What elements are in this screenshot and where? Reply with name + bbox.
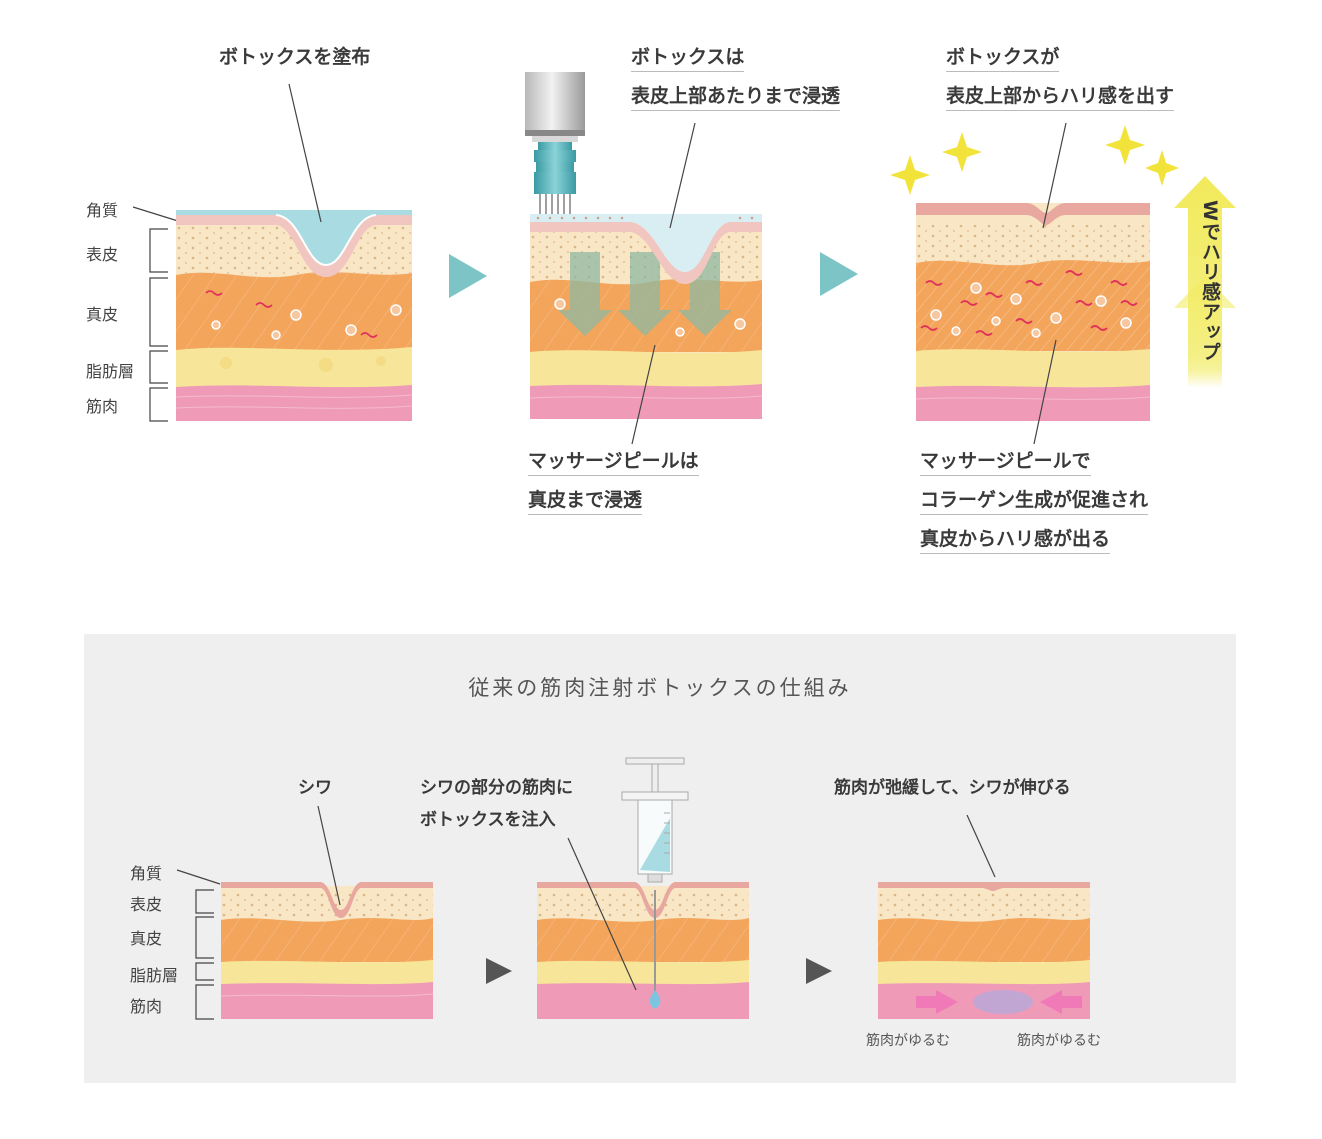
bottom-layer-brackets — [176, 869, 221, 1020]
layer-brackets-top — [132, 206, 179, 422]
bottom-layer-label-dermis: 真皮 — [130, 929, 163, 948]
bottom-step1-caption: シワ — [298, 778, 332, 798]
bottom-layer-label-muscle: 筋肉 — [130, 997, 163, 1016]
layer-label-muscle: 筋肉 — [86, 397, 119, 416]
layer-label-epidermis: 表皮 — [86, 245, 119, 264]
layer-label-fat: 脂肪層 — [86, 362, 135, 381]
bottom-layer-label-fat: 脂肪層 — [130, 966, 179, 985]
layer-label-stratum: 角質 — [86, 201, 119, 220]
layer-label-dermis: 真皮 — [86, 305, 119, 324]
skin-diagram-step2 — [530, 214, 762, 419]
next-step-arrow-1 — [449, 254, 487, 298]
muscle-relax-label-left: 筋肉がゆるむ — [866, 1033, 950, 1049]
step3-pointer-lines — [1033, 122, 1067, 445]
double-firmness-badge-text: Wでハリ感アップ — [1199, 200, 1221, 362]
bottom-skin-diagram-step2 — [537, 882, 749, 1019]
skin-diagram-step3 — [916, 203, 1150, 421]
double-firmness-arrow-badge — [1174, 176, 1236, 388]
step2-top-caption: ボトックスは 表皮上部あたりまで浸透 — [631, 40, 841, 118]
step1-pointer-line — [288, 83, 322, 223]
muscle-relax-label-right: 筋肉がゆるむ — [1017, 1033, 1101, 1049]
step3-bottom-caption: マッサージピールで コラーゲン生成が促進され 真皮からハリ感が出る — [920, 444, 1149, 561]
step2-bottom-caption: マッサージピールは 真皮まで浸透 — [528, 444, 699, 522]
skin-diagram-step1 — [176, 210, 412, 421]
sparkle-icons — [890, 125, 1179, 195]
syringe-icon — [621, 757, 689, 883]
section-title: 従来の筋肉注射ボトックスの仕組み — [468, 676, 852, 700]
bottom-step1-pointer — [317, 805, 341, 906]
bottom-next-arrow-2 — [806, 958, 832, 984]
bottom-step2-pointer — [567, 837, 637, 991]
step1-caption: ボトックスを塗布 — [219, 46, 371, 68]
bottom-layer-label-stratum: 角質 — [130, 864, 163, 883]
step2-pointer-lines — [631, 122, 696, 445]
bottom-step3-pointer — [966, 814, 996, 878]
bottom-layer-label-epidermis: 表皮 — [130, 895, 163, 914]
next-step-arrow-2 — [820, 252, 858, 296]
step3-top-caption: ボトックスが 表皮上部からハリ感を出す — [946, 40, 1175, 118]
bottom-skin-diagram-step1 — [221, 882, 433, 1019]
microneedle-device-icon — [525, 72, 585, 214]
bottom-step3-caption: 筋肉が弛緩して、シワが伸びる — [834, 778, 1071, 798]
bottom-skin-diagram-step3 — [878, 882, 1090, 1019]
bottom-step2-caption: シワの部分の筋肉に ボトックスを注入 — [420, 778, 573, 830]
bottom-next-arrow-1 — [486, 958, 512, 984]
